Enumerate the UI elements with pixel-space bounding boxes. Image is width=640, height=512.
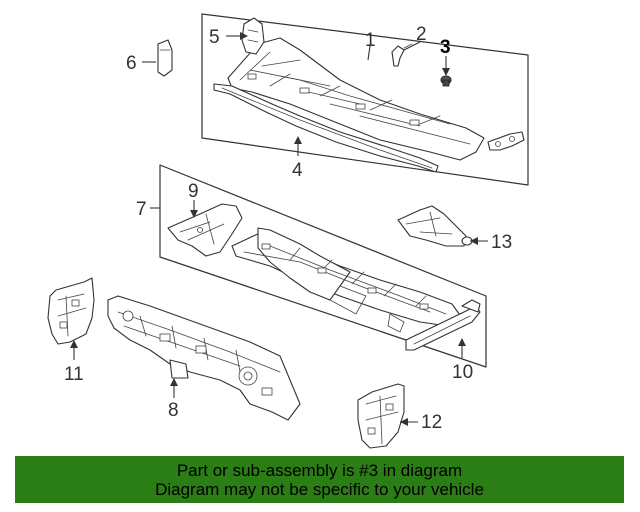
callout-8: 8 — [168, 400, 179, 421]
callout-2: 2 — [416, 24, 427, 45]
part-1-cowl-top[interactable] — [227, 37, 525, 161]
part-5-bracket[interactable] — [241, 17, 265, 55]
callout-1: 1 — [365, 30, 376, 51]
callout-12: 12 — [421, 412, 442, 433]
callout-11: 11 — [64, 364, 84, 385]
part-3-fastener[interactable] — [440, 75, 452, 87]
leader-lines — [70, 32, 488, 426]
callout-7: 7 — [136, 199, 147, 220]
callout-9: 9 — [188, 181, 199, 202]
part-11-side-bracket[interactable] — [47, 277, 95, 345]
part-6-cap[interactable] — [157, 39, 173, 77]
callout-labels: 1 2 3 4 5 6 7 8 9 10 11 12 13 — [64, 24, 512, 433]
callout-4: 4 — [292, 160, 303, 181]
footer-banner: Part or sub-assembly is #3 in diagram Di… — [15, 456, 624, 503]
part-9-bracket[interactable] — [167, 203, 243, 257]
lower-group-outline — [159, 164, 487, 368]
part-12-lower-bracket[interactable] — [357, 383, 405, 449]
callout-3-highlighted: 3 — [440, 37, 451, 58]
footer-line-2: Diagram may not be specific to your vehi… — [155, 479, 484, 499]
callout-6: 6 — [126, 53, 137, 74]
callout-10: 10 — [452, 362, 473, 383]
part-10-reinforcement[interactable] — [405, 299, 481, 351]
part-13-bracket[interactable] — [397, 205, 473, 247]
exploded-parts-diagram: 1 2 3 4 5 6 7 8 9 10 11 12 13 — [47, 13, 529, 449]
part-8-dashboard-panel[interactable] — [107, 295, 301, 421]
upper-group-outline — [201, 13, 529, 186]
callout-5: 5 — [209, 27, 220, 48]
cowl-lower-panel[interactable] — [231, 227, 463, 333]
part-4-seal-strip[interactable] — [213, 83, 439, 173]
callout-13: 13 — [491, 232, 512, 253]
part-2-clip[interactable] — [391, 43, 413, 67]
footer-line-1: Part or sub-assembly is #3 in diagram — [176, 460, 463, 480]
